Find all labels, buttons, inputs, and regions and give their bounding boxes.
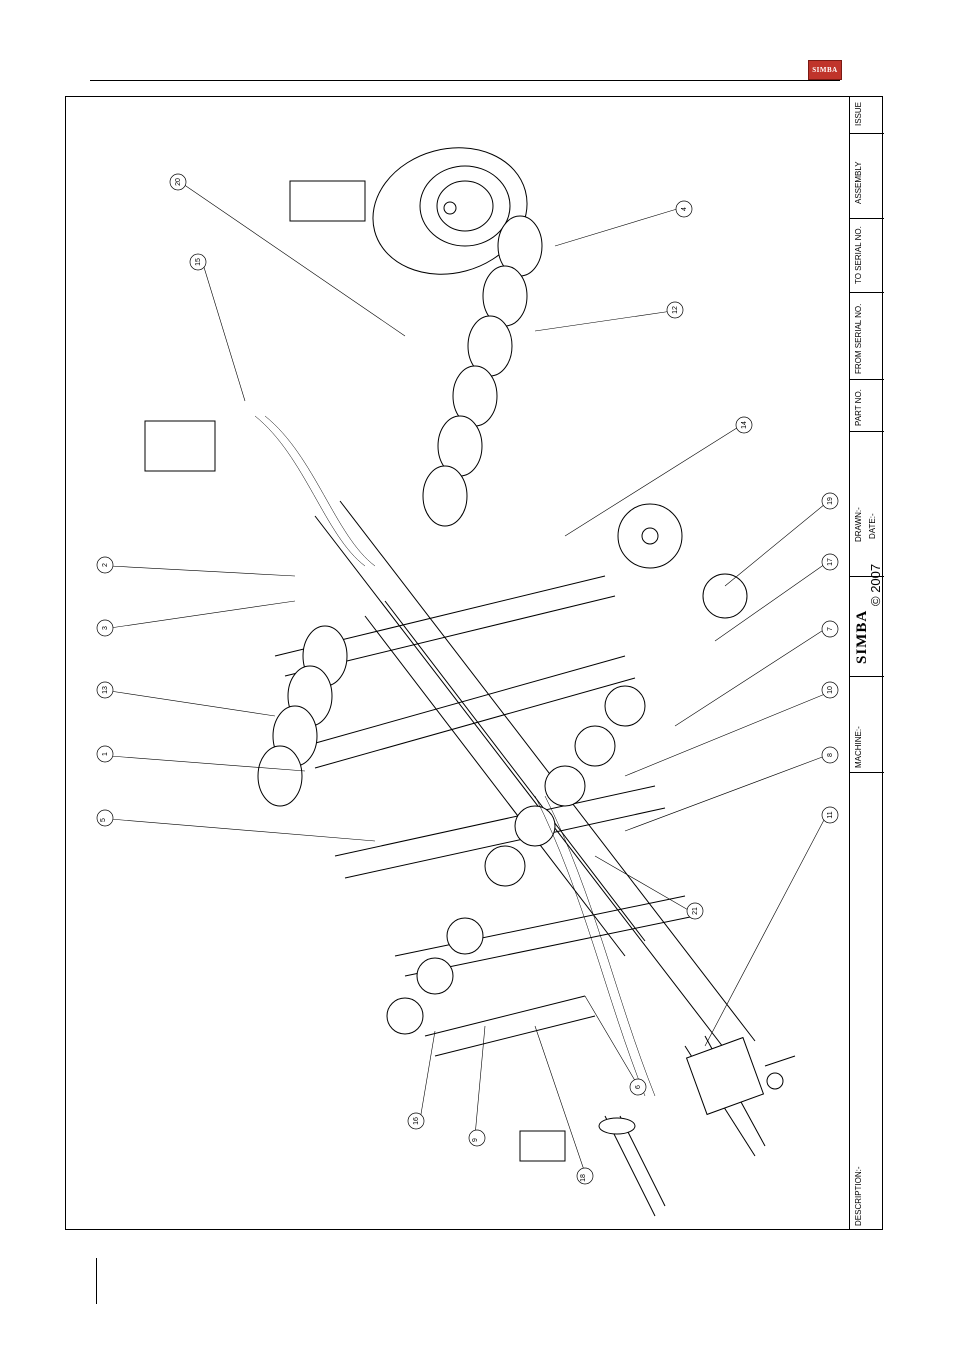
svg-text:1: 1 — [102, 752, 109, 756]
tb-divider — [850, 379, 884, 380]
copyright: © 2007 — [868, 564, 883, 606]
callout-8: 8 — [822, 747, 838, 763]
svg-text:8: 8 — [827, 753, 834, 757]
svg-text:13: 13 — [102, 686, 109, 694]
callout-17: 17 — [822, 554, 838, 570]
callout-18: 18 — [577, 1168, 593, 1184]
disc-gangs — [387, 504, 747, 1034]
callout-5: 5 — [97, 810, 113, 826]
callout-12: 12 — [667, 302, 683, 318]
svg-text:9: 9 — [472, 1138, 479, 1142]
packer-roller — [258, 216, 542, 806]
callout-6: 6 — [630, 1079, 646, 1095]
tb-divider — [850, 218, 884, 219]
callout-20: 20 — [170, 174, 186, 190]
title-block: ISSUE ASSEMBLY TO SERIAL NO. FROM SERIAL… — [849, 96, 883, 1230]
svg-text:17: 17 — [827, 558, 834, 566]
tb-divider — [850, 772, 884, 773]
svg-text:2: 2 — [102, 563, 109, 567]
tb-divider — [850, 431, 884, 432]
simba-logo: SIMBA — [808, 60, 842, 80]
tb-divider — [850, 676, 884, 677]
callout-11: 11 — [822, 807, 838, 823]
callout-21: 21 — [687, 903, 703, 919]
callout-3: 3 — [97, 620, 113, 636]
svg-text:15: 15 — [195, 258, 202, 266]
part-callouts: 20 15 4 12 14 19 17 7 10 8 11 2 3 13 1 5… — [97, 174, 838, 1184]
svg-text:4: 4 — [681, 207, 688, 211]
brand-name: SIMBA — [854, 610, 871, 664]
date-label: DATE:- — [868, 513, 877, 539]
to-serial-label: TO SERIAL NO. — [854, 226, 863, 284]
callout-2: 2 — [97, 557, 113, 573]
svg-text:18: 18 — [580, 1174, 587, 1182]
svg-text:16: 16 — [413, 1117, 420, 1125]
tb-divider — [850, 292, 884, 293]
svg-text:12: 12 — [672, 306, 679, 314]
svg-text:5: 5 — [100, 818, 107, 822]
callout-15: 15 — [190, 254, 206, 270]
svg-text:21: 21 — [692, 907, 699, 915]
leader-lines — [110, 184, 825, 1173]
header-rule — [90, 80, 840, 81]
from-serial-label: FROM SERIAL NO. — [854, 304, 863, 374]
callout-9: 9 — [469, 1130, 485, 1146]
callout-16: 16 — [408, 1113, 424, 1129]
svg-text:3: 3 — [102, 626, 109, 630]
machine-label: MACHINE:- — [854, 726, 863, 768]
svg-text:7: 7 — [827, 627, 834, 631]
callout-7: 7 — [822, 621, 838, 637]
footer-rule — [96, 1258, 97, 1304]
issue-label: ISSUE — [854, 102, 863, 126]
hitch — [599, 1036, 795, 1216]
assembly-label: ASSEMBLY — [854, 161, 863, 204]
callout-10: 10 — [822, 682, 838, 698]
exploded-assembly-drawing: 20 15 4 12 14 19 17 7 10 8 11 2 3 13 1 5… — [65, 96, 849, 1230]
svg-text:20: 20 — [175, 178, 182, 186]
callout-13: 13 — [97, 682, 113, 698]
drawn-label: DRAWN:- — [854, 507, 863, 542]
description-label: DESCRIPTION:- — [854, 1166, 863, 1226]
frame-beams — [275, 501, 755, 1056]
part-no-label: PART NO. — [854, 389, 863, 426]
svg-text:14: 14 — [741, 421, 748, 429]
svg-text:19: 19 — [827, 497, 834, 505]
svg-text:11: 11 — [827, 811, 834, 818]
svg-text:6: 6 — [635, 1085, 642, 1089]
tb-divider — [850, 133, 884, 134]
callout-4: 4 — [676, 201, 692, 217]
callout-14: 14 — [736, 417, 752, 433]
callout-19: 19 — [822, 493, 838, 509]
callout-1: 1 — [97, 746, 113, 762]
svg-text:10: 10 — [827, 686, 834, 694]
